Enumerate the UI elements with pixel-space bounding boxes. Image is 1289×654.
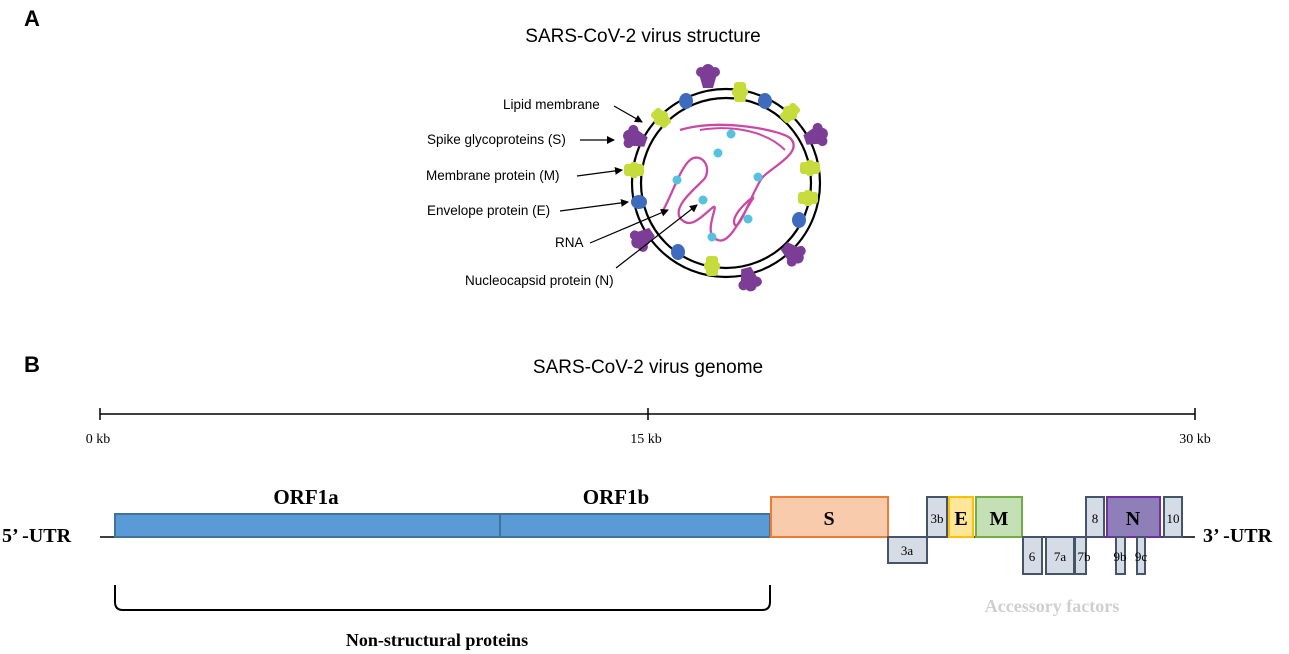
gene-3a-box [887,536,928,564]
nucleocapsid-dot [707,232,717,242]
spike-protein [623,124,648,149]
gene-9c-label: 9c [1135,549,1148,564]
gene-9b-label: 9b [1114,549,1127,564]
lipid-membrane-outer [630,87,822,279]
panel-b: B SARS-CoV-2 virus genome 0 kb 15 kb 30 … [2,352,1273,650]
gene-8-box [1085,496,1105,538]
label-rna: RNA [555,235,584,250]
gene-7b-box [1074,536,1087,575]
gene-9b-box [1115,536,1126,575]
membrane-proteins [624,82,820,276]
non-structural-bracket [114,585,771,611]
arrow-rna [589,209,669,244]
utr-5-label: 5’ -UTR [2,525,72,547]
envelope-proteins [631,93,806,260]
scale-label-0: 0 kb [86,432,111,447]
gene-e-label: E [954,508,967,530]
gene-3a-label: 3a [901,543,914,558]
gene-orf1a-box [114,513,501,538]
membrane-protein [779,102,801,124]
accessory-factors-label: Accessory factors [985,596,1119,616]
nucleocapsid-dot [726,129,736,139]
membrane-protein [732,82,748,102]
panel-a-title: SARS-CoV-2 virus structure [525,26,760,47]
membrane-protein [650,107,672,129]
gene-7a-label: 7a [1054,549,1067,564]
gene-6-box [1022,536,1043,575]
gene-3b-label: 3b [931,511,944,526]
nucleocapsid-dot [698,195,708,205]
membrane-protein [624,162,644,178]
label-nucleocapsid: Nucleocapsid protein (N) [465,273,614,288]
panel-b-title: SARS-CoV-2 virus genome [533,357,763,378]
spike-protein [696,64,720,88]
gene-8-label: 8 [1092,511,1099,526]
panel-a: A SARS-CoV-2 virus structure [24,6,828,292]
gene-3b-box [926,496,948,538]
scale-label-15: 15 kb [630,432,662,447]
structure-labels: Lipid membrane Spike glycoproteins (S) M… [426,97,698,288]
spike-proteins [623,64,828,292]
membrane-protein [800,160,820,176]
arrow-membrane-protein [576,166,623,177]
scale-bar: 0 kb 15 kb 30 kb [86,408,1211,447]
nucleocapsid-dot [713,148,723,158]
gene-orf1b-label: ORF1b [583,485,650,509]
gene-s-label: S [823,508,834,530]
panel-b-letter: B [24,352,40,377]
arrow-nucleocapsid [615,204,698,269]
nucleocapsid-proteins [672,129,763,242]
envelope-protein [671,244,685,260]
envelope-protein [758,93,772,109]
label-spike: Spike glycoproteins (S) [427,132,566,147]
gene-7a-box [1045,536,1075,575]
panel-a-letter: A [24,6,40,31]
lipid-membrane-inner [639,96,813,270]
arrow-lipid-membrane [613,105,643,123]
gene-10-label: 10 [1167,511,1180,526]
gene-m-box [975,496,1023,538]
spike-protein [803,122,828,147]
non-structural-label: Non-structural proteins [346,630,528,650]
membrane-protein [704,256,720,276]
gene-orf1a-label: ORF1a [273,485,339,509]
nucleocapsid-dot [672,175,682,185]
gene-9c-box [1136,536,1146,575]
gene-e-box [948,496,974,538]
arrow-envelope [559,198,629,212]
envelope-protein [631,195,647,209]
scale-label-30: 30 kb [1179,432,1211,447]
label-envelope: Envelope protein (E) [427,203,550,218]
gene-orf1b-box [499,513,771,538]
spike-protein [738,266,762,292]
virus-particle [623,64,828,292]
membrane-protein [798,190,818,206]
gene-7b-label: 7b [1078,549,1091,564]
rna-strand [661,123,795,242]
gene-n-label: N [1126,508,1141,530]
envelope-protein [792,212,806,228]
utr-3-label: 3’ -UTR [1203,525,1273,547]
label-lipid-membrane: Lipid membrane [503,97,600,112]
label-membrane-protein: Membrane protein (M) [426,168,560,183]
gene-n-box [1106,496,1161,538]
gene-10-box [1163,496,1183,538]
spike-protein [780,242,806,267]
gene-6-label: 6 [1029,549,1036,564]
gene-m-label: M [990,508,1009,530]
envelope-protein [679,93,693,109]
nucleocapsid-dot [753,172,763,182]
rna-strand-2 [699,127,786,151]
gene-s-box [770,496,889,538]
nucleocapsid-dot [743,214,753,224]
